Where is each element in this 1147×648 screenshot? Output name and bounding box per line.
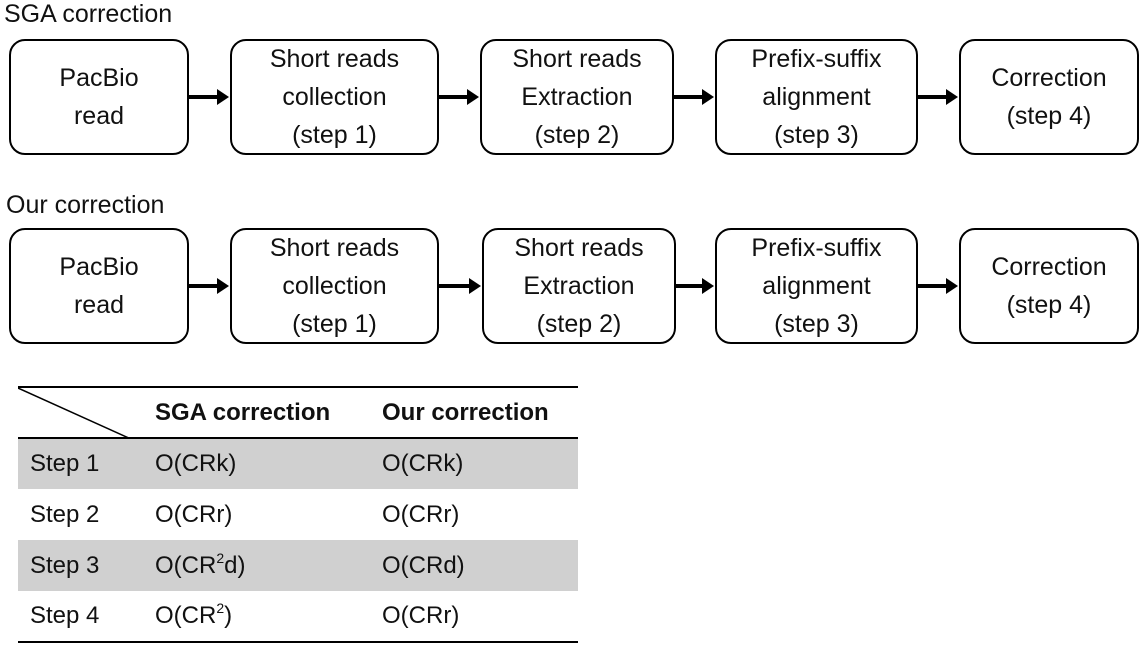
sga-complexity: O(CRk) xyxy=(155,450,237,477)
box-line: Prefix-suffix xyxy=(751,45,882,73)
sga-complexity-exponent: 2 xyxy=(216,549,225,566)
box-line: PacBio xyxy=(59,64,139,92)
our-step2-box: Short reads Extraction (step 2) xyxy=(482,228,676,344)
table-row: Step 1 O(CRk) O(CRk) xyxy=(18,438,578,489)
sga-complexity-cell: O(CR2d) xyxy=(155,540,382,591)
arrow xyxy=(439,89,479,105)
our-step4-box: Correction (step 4) xyxy=(959,228,1139,344)
box-line: Short reads xyxy=(514,234,644,262)
our-step3-box: Prefix-suffix alignment (step 3) xyxy=(715,228,918,344)
sga-step2-box: Short reads Extraction (step 2) xyxy=(480,39,674,155)
box-line: collection xyxy=(282,83,387,111)
our-complexity-cell: O(CRd) xyxy=(382,551,465,579)
step-cell: Step 4 xyxy=(30,602,100,629)
box-line: Correction xyxy=(991,253,1107,281)
sga-pacbio-read-box: PacBio read xyxy=(9,39,189,155)
sga-complexity-cell: O(CRk) xyxy=(155,438,382,489)
our-step1-box: Short reads collection (step 1) xyxy=(230,228,439,344)
box-line: Correction xyxy=(991,64,1107,92)
box-line: (step 4) xyxy=(1006,291,1092,319)
box-line: collection xyxy=(282,272,387,300)
our-section-title: Our correction xyxy=(6,191,165,219)
our-complexity-cell: O(CRr) xyxy=(382,602,460,629)
box-line: (step 2) xyxy=(536,310,622,338)
box-line: Short reads xyxy=(512,45,642,73)
box-line: Short reads xyxy=(269,45,400,73)
table-row: Step 2 O(CRr) O(CRr) xyxy=(18,489,578,540)
sga-step3-box: Prefix-suffix alignment (step 3) xyxy=(715,39,918,155)
box-line: alignment xyxy=(762,83,871,111)
box-line: (step 4) xyxy=(1006,102,1092,130)
arrow xyxy=(439,278,481,294)
box-line: Prefix-suffix xyxy=(751,234,882,262)
our-pacbio-read-box: PacBio read xyxy=(9,228,189,344)
sga-complexity-base: O(CR xyxy=(155,602,217,629)
sga-complexity-tail: ) xyxy=(224,602,233,629)
sga-complexity-cell: O(CR2) xyxy=(155,591,382,642)
arrow xyxy=(189,89,229,105)
diagonal-line xyxy=(18,388,132,439)
sga-complexity-base: O(CR xyxy=(155,551,217,579)
sga-complexity: O(CRr) xyxy=(155,500,233,528)
sga-step4-box: Correction (step 4) xyxy=(959,39,1139,155)
sga-complexity-cell: O(CRr) xyxy=(155,489,382,540)
box-line: (step 1) xyxy=(292,121,377,149)
step-cell: Step 1 xyxy=(30,450,100,477)
box-line: (step 1) xyxy=(292,310,377,338)
box-line: PacBio xyxy=(59,253,139,281)
box-line: (step 3) xyxy=(774,310,859,338)
box-line: alignment xyxy=(762,272,871,300)
box-line: Extraction xyxy=(523,272,635,300)
table-row: Step 3 O(CR2d) O(CRd) xyxy=(18,540,578,591)
our-complexity-cell: O(CRk) xyxy=(382,450,464,477)
sga-complexity-exponent: 2 xyxy=(216,600,225,616)
box-line: read xyxy=(73,102,125,130)
sga-section-title: SGA correction xyxy=(4,0,173,28)
arrow xyxy=(918,278,958,294)
box-line: (step 3) xyxy=(774,121,859,149)
sga-step1-box: Short reads collection (step 1) xyxy=(230,39,439,155)
table-row: Step 4 O(CR2) O(CRr) xyxy=(18,591,578,642)
step-cell: Step 3 xyxy=(30,551,100,579)
box-line: (step 2) xyxy=(534,121,620,149)
our-complexity-cell: O(CRr) xyxy=(382,500,460,528)
box-line: Short reads xyxy=(269,234,400,262)
table-corner-cell xyxy=(18,387,155,439)
box-line: read xyxy=(73,291,125,319)
step-cell: Step 2 xyxy=(30,500,100,528)
arrow xyxy=(676,278,714,294)
box-line: Extraction xyxy=(521,83,633,111)
arrow xyxy=(918,89,958,105)
arrow xyxy=(189,278,229,294)
arrow xyxy=(674,89,714,105)
header-sga: SGA correction xyxy=(155,398,331,426)
complexity-table: SGA correction Our correction Step 1 O(C… xyxy=(18,386,578,643)
table-header-row: SGA correction Our correction xyxy=(18,387,578,439)
sga-complexity-tail: d) xyxy=(224,551,246,579)
header-ours: Our correction xyxy=(382,398,549,426)
